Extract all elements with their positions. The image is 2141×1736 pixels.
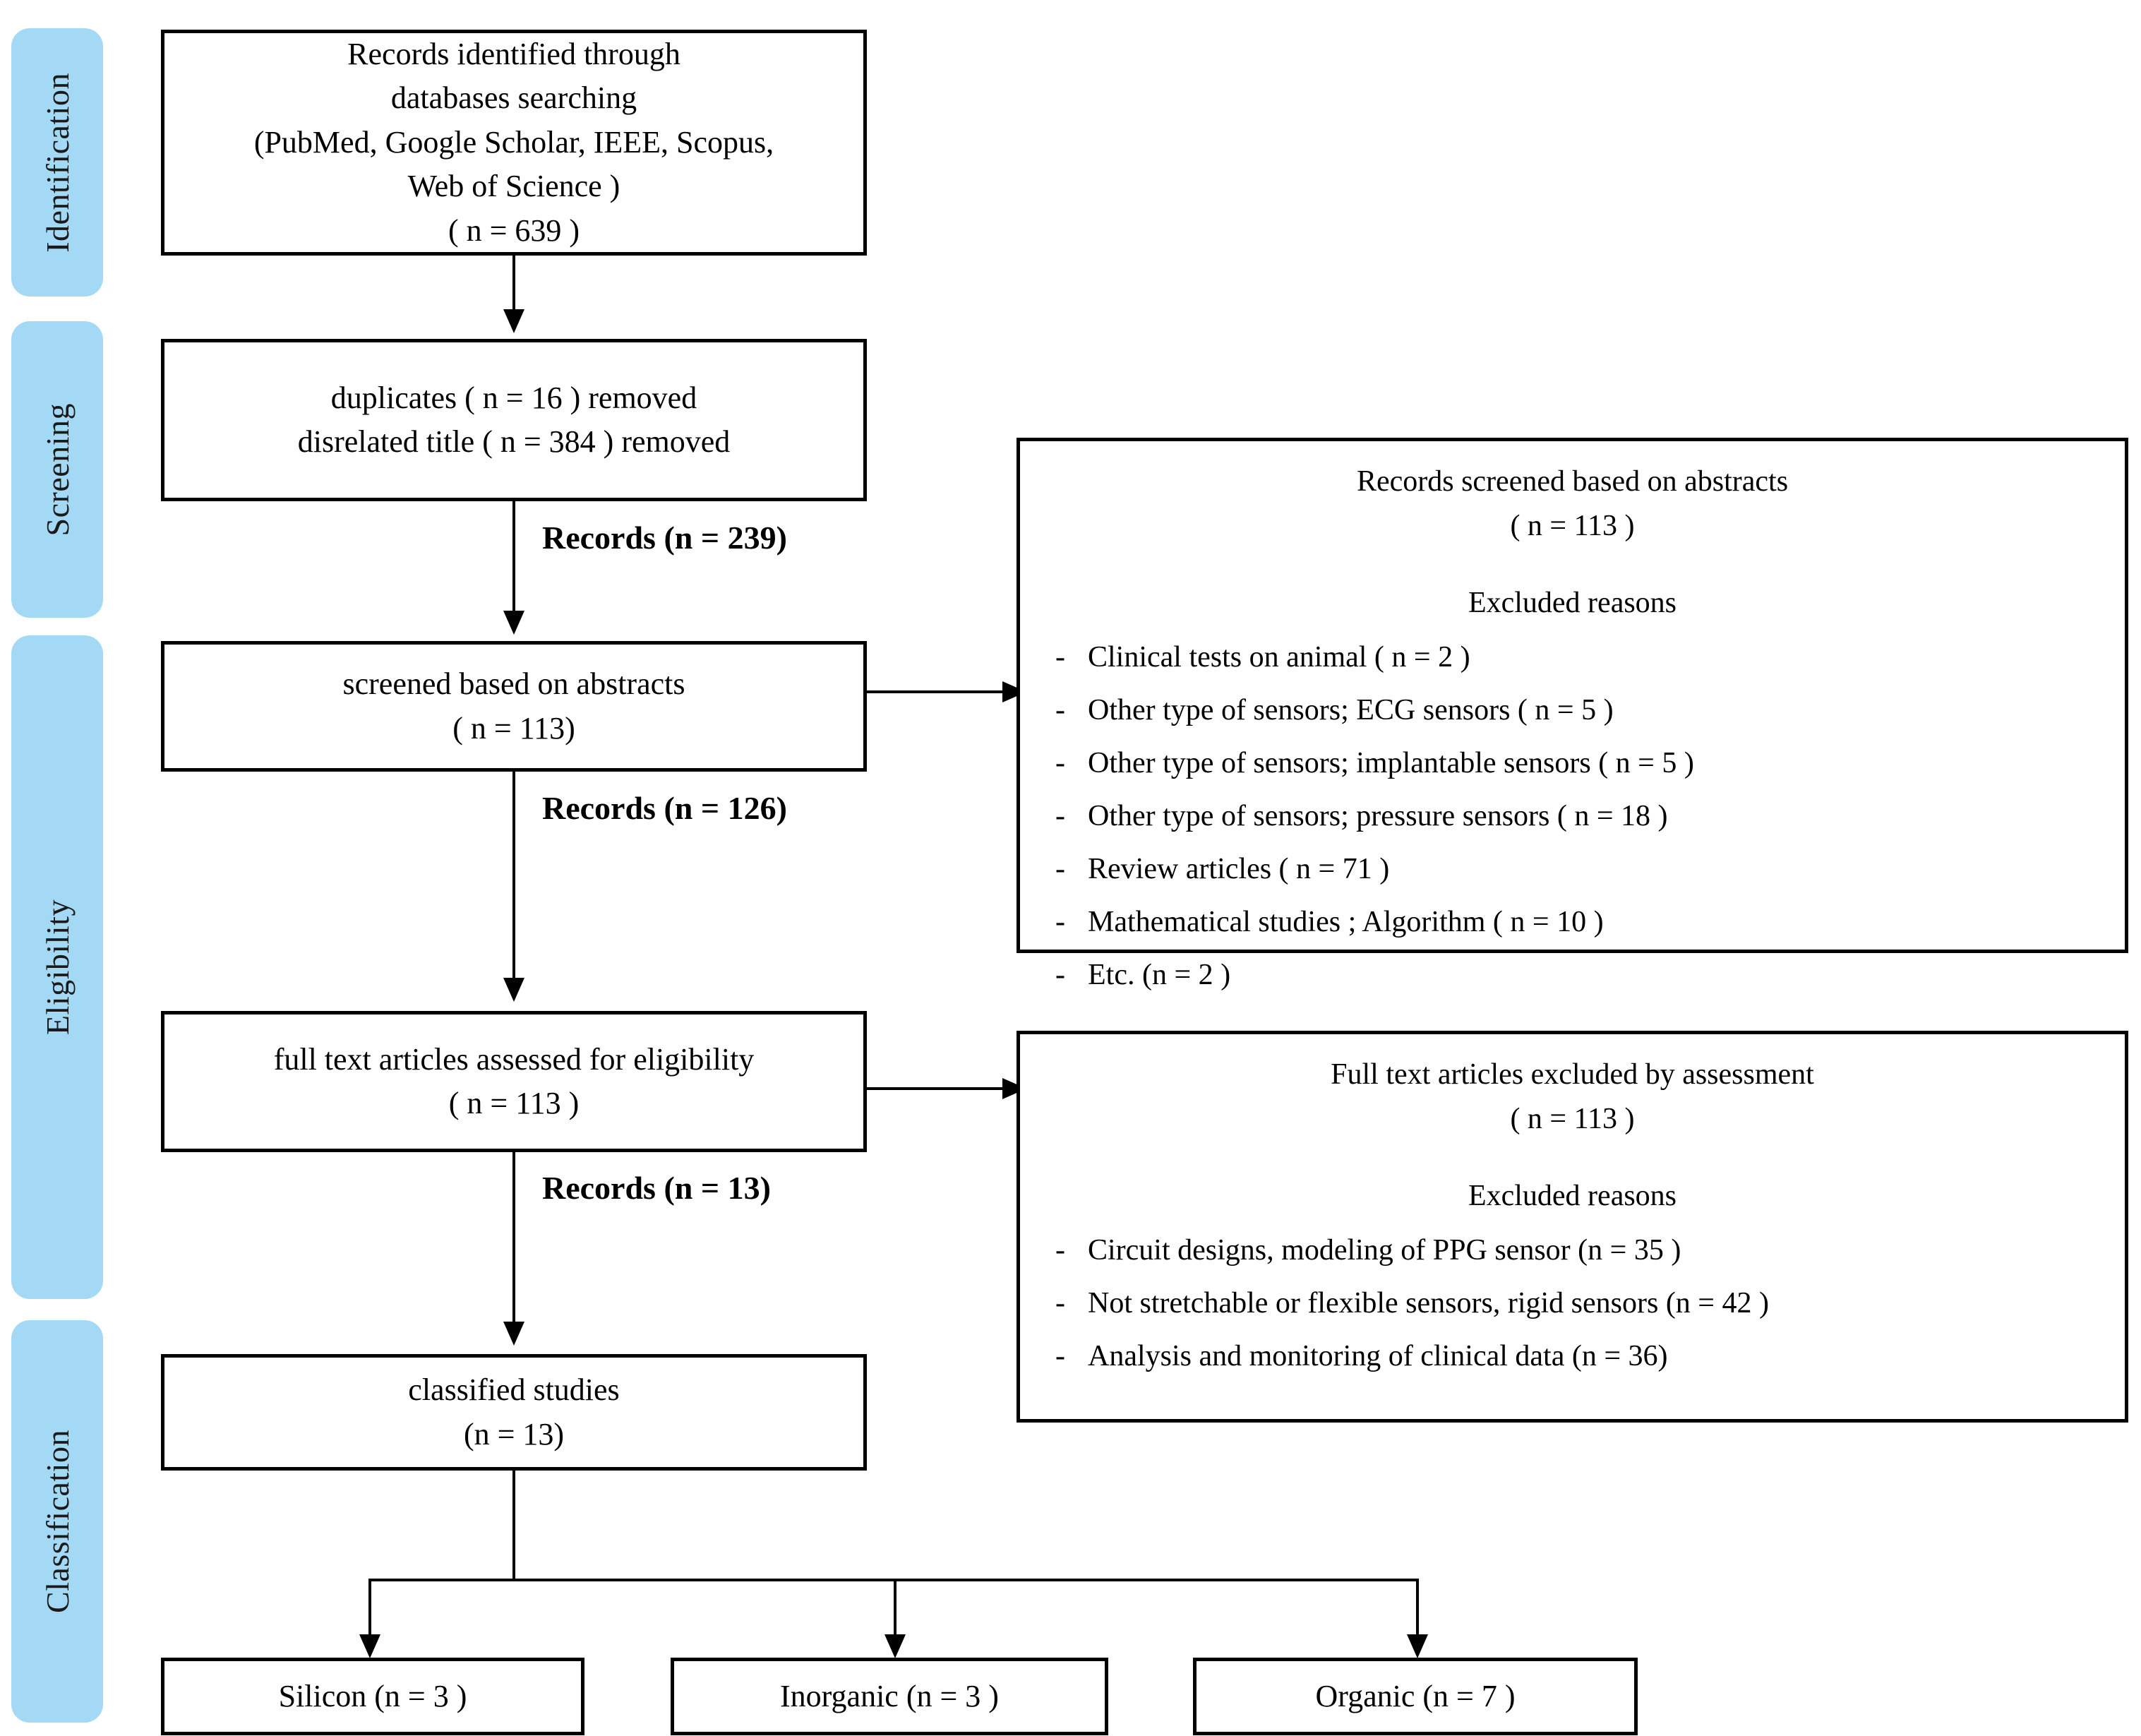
arrow-branch-silicon [359, 1634, 380, 1658]
classified-studies-title: classified studies [408, 1372, 620, 1408]
bullet-dash-icon: - [1055, 1287, 1065, 1319]
connector-branch-silicon [368, 1579, 371, 1653]
connector-fulltext-to-classified [512, 1152, 515, 1339]
list-item: - Mathematical studies ; Algorithm ( n =… [1044, 900, 2101, 945]
reason-text: Other type of sensors; pressure sensors … [1088, 800, 1668, 832]
fulltext-assessed-count: ( n = 113 ) [448, 1086, 580, 1120]
box-category-silicon: Silicon (n = 3 ) [161, 1658, 584, 1735]
reason-text: Etc. (n = 2 ) [1088, 959, 1231, 991]
reason-text: Mathematical studies ; Algorithm ( n = 1… [1088, 906, 1604, 938]
reason-text: Analysis and monitoring of clinical data… [1088, 1340, 1668, 1372]
list-item: - Other type of sensors; pressure sensor… [1044, 794, 2101, 839]
arrow-identified-to-removed [503, 309, 524, 333]
bullet-dash-icon: - [1055, 1234, 1065, 1267]
fulltext-panel-title: Full text articles excluded by assessmen… [1331, 1058, 1814, 1091]
arrow-screened-to-fulltext [503, 978, 524, 1002]
duplicates-removed-line: duplicates ( n = 16 ) removed [330, 380, 697, 415]
connector-identified-to-removed [512, 256, 515, 330]
arrow-branch-organic [1407, 1634, 1428, 1658]
box-records-identified: Records identified through databases sea… [161, 30, 867, 256]
records-identified-line-2: databases searching [390, 80, 637, 116]
bullet-dash-icon: - [1055, 959, 1065, 991]
fulltext-panel-reason-list: - Circuit designs, modeling of PPG senso… [1044, 1228, 2101, 1379]
reason-text: Circuit designs, modeling of PPG sensor … [1088, 1234, 1681, 1267]
box-duplicates-removed: duplicates ( n = 16 ) removed disrelated… [161, 339, 867, 501]
classified-studies-count: (n = 13) [463, 1416, 565, 1451]
fulltext-panel-subtitle: ( n = 113 ) [1510, 1103, 1635, 1135]
box-category-inorganic: Inorganic (n = 3 ) [671, 1658, 1108, 1735]
list-item: - Other type of sensors; ECG sensors ( n… [1044, 688, 2101, 733]
panel-abstract-exclusions: Records screened based on abstracts ( n … [1016, 438, 2128, 991]
records-identified-line-4: Web of Science ) [407, 169, 620, 204]
stage-label-identification: Identification [39, 72, 76, 253]
connector-removed-to-screened [512, 501, 515, 628]
stage-label-eligibility: Eligibility [39, 899, 76, 1036]
stage-rail-classification: Classification [11, 1320, 103, 1723]
connector-classified-trunk [512, 1471, 515, 1580]
reason-text: Other type of sensors; ECG sensors ( n =… [1088, 694, 1614, 726]
reason-text: Review articles ( n = 71 ) [1088, 853, 1390, 885]
record-label-after-screening: Records (n = 239) [542, 520, 787, 556]
stage-rail-screening: Screening [11, 321, 103, 618]
list-item: - Review articles ( n = 71 ) [1044, 847, 2101, 892]
list-item: - Not stretchable or flexible sensors, r… [1044, 1281, 2101, 1326]
screened-abstracts-count: ( n = 113) [452, 710, 575, 746]
list-item: - Clinical tests on animal ( n = 2 ) [1044, 635, 2101, 680]
abstract-panel-reason-list: - Clinical tests on animal ( n = 2 ) - O… [1044, 635, 2101, 998]
reason-text: Clinical tests on animal ( n = 2 ) [1088, 641, 1470, 674]
bullet-dash-icon: - [1055, 694, 1065, 726]
connector-fulltext-to-exclusion-panel [867, 1087, 1008, 1090]
list-item: - Analysis and monitoring of clinical da… [1044, 1334, 2101, 1379]
box-classified-studies: classified studies (n = 13) [161, 1354, 867, 1471]
abstract-panel-subtitle: ( n = 113 ) [1510, 510, 1635, 542]
category-organic-label: Organic (n = 7 ) [1315, 1678, 1516, 1713]
box-screened-abstracts: screened based on abstracts ( n = 113) [161, 641, 867, 772]
connector-screened-to-abstract-panel [867, 690, 1008, 693]
stage-label-screening: Screening [39, 402, 76, 537]
arrow-fulltext-to-classified [503, 1322, 524, 1346]
bullet-dash-icon: - [1055, 747, 1065, 779]
reason-text: Not stretchable or flexible sensors, rig… [1088, 1287, 1769, 1319]
bullet-dash-icon: - [1055, 641, 1065, 674]
record-label-after-fulltext: Records (n = 13) [542, 1170, 771, 1206]
category-inorganic-label: Inorganic (n = 3 ) [780, 1678, 999, 1713]
records-identified-line-3: (PubMed, Google Scholar, IEEE, Scopus, [253, 124, 774, 160]
panel-fulltext-exclusions: Full text articles excluded by assessmen… [1016, 1031, 2128, 1423]
bullet-dash-icon: - [1055, 853, 1065, 885]
screened-abstracts-title: screened based on abstracts [342, 666, 685, 702]
fulltext-panel-reasons-heading: Excluded reasons [1468, 1180, 1677, 1212]
reason-text: Other type of sensors; implantable senso… [1088, 747, 1694, 779]
stage-rail-identification: Identification [11, 28, 103, 297]
stage-label-classification: Classification [39, 1430, 76, 1613]
records-identified-line-1: Records identified through [347, 36, 680, 71]
box-category-organic: Organic (n = 7 ) [1193, 1658, 1638, 1735]
connector-screened-to-fulltext [512, 772, 515, 994]
list-item: - Circuit designs, modeling of PPG senso… [1044, 1228, 2101, 1273]
abstract-panel-reasons-heading: Excluded reasons [1468, 587, 1677, 619]
list-item: - Etc. (n = 2 ) [1044, 953, 2101, 998]
list-item: - Other type of sensors; implantable sen… [1044, 741, 2101, 786]
connector-branch-organic [1416, 1579, 1419, 1653]
record-label-after-abstracts: Records (n = 126) [542, 790, 787, 826]
category-silicon-label: Silicon (n = 3 ) [278, 1678, 467, 1713]
bullet-dash-icon: - [1055, 906, 1065, 938]
disrelated-title-removed-line: disrelated title ( n = 384 ) removed [297, 424, 731, 459]
abstract-panel-title: Records screened based on abstracts [1356, 465, 1789, 498]
records-identified-count: ( n = 639 ) [448, 212, 580, 248]
bullet-dash-icon: - [1055, 1340, 1065, 1372]
box-fulltext-assessed: full text articles assessed for eligibil… [161, 1011, 867, 1152]
arrow-removed-to-screened [503, 611, 524, 635]
arrow-branch-inorganic [884, 1634, 906, 1658]
stage-rail-eligibility: Eligibility [11, 635, 103, 1299]
connector-branch-inorganic [894, 1579, 896, 1653]
fulltext-assessed-title: full text articles assessed for eligibil… [273, 1041, 755, 1077]
bullet-dash-icon: - [1055, 800, 1065, 832]
